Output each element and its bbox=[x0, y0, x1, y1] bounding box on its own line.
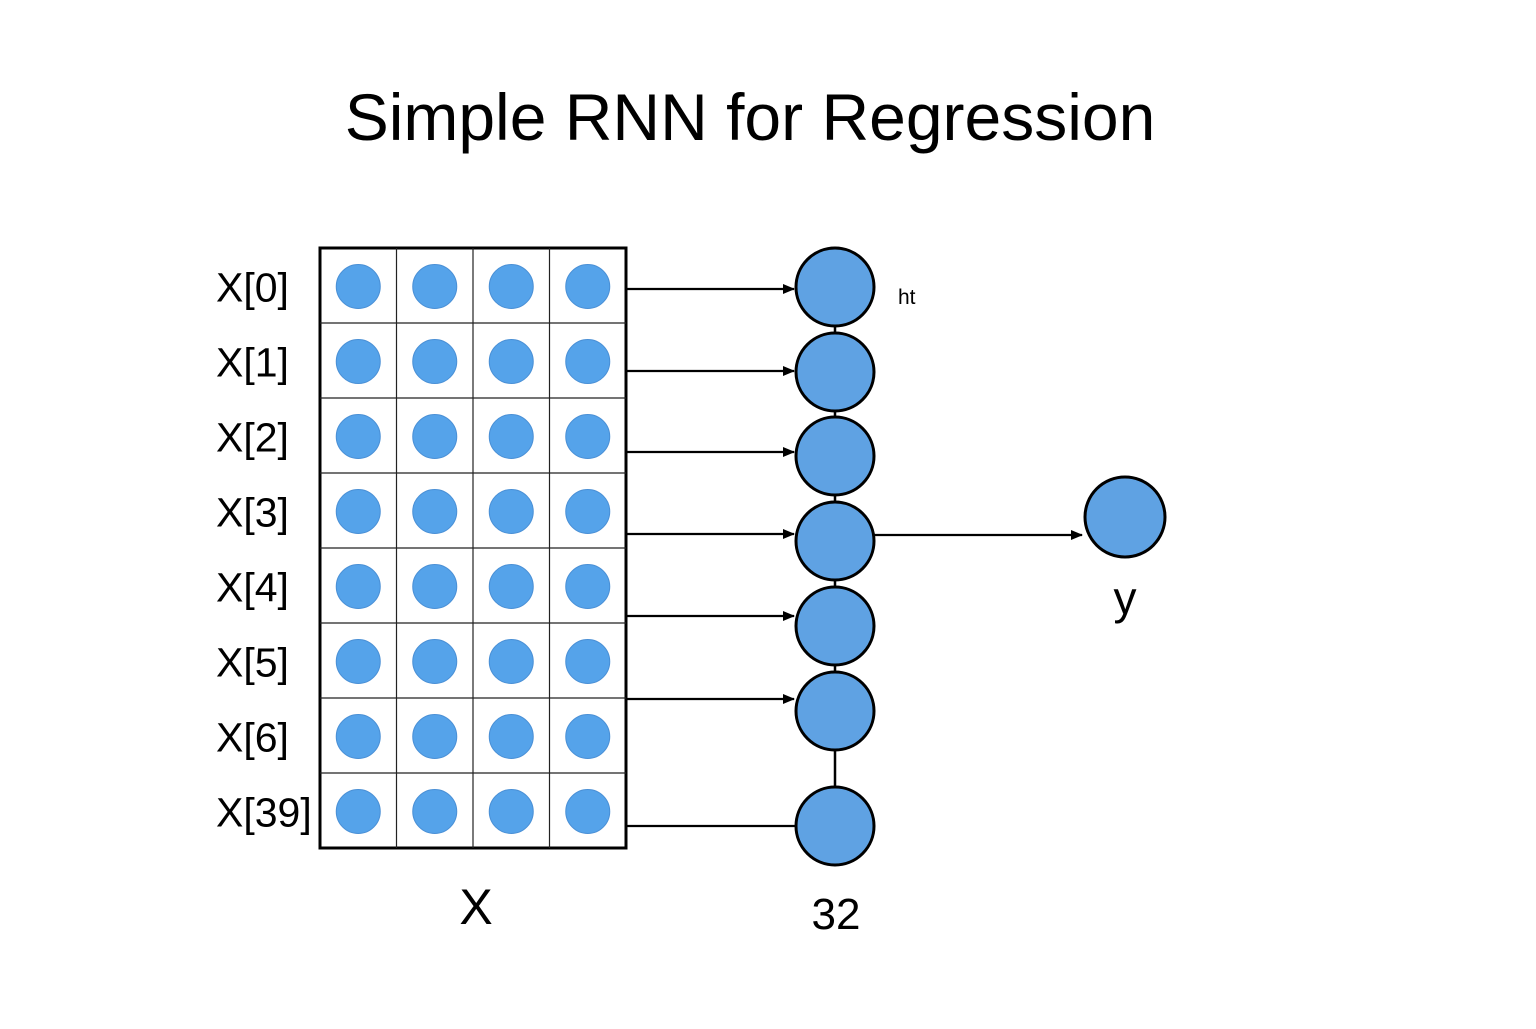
hidden-state-label: ht bbox=[898, 286, 916, 309]
hidden-layer-caption: 32 bbox=[812, 890, 861, 939]
matrix-cell-dot bbox=[335, 564, 381, 609]
matrix-cell-dot bbox=[565, 639, 611, 684]
matrix-cell-dot bbox=[565, 789, 611, 834]
hidden-node bbox=[794, 670, 876, 752]
input-row-label: X[3] bbox=[216, 490, 289, 536]
matrix-cell-dot bbox=[335, 489, 381, 534]
input-row-label: X[0] bbox=[216, 265, 289, 311]
input-row-label: X[1] bbox=[216, 340, 289, 386]
matrix-cell-dot bbox=[412, 639, 458, 684]
input-matrix bbox=[318, 246, 628, 850]
matrix-cell-dot bbox=[488, 639, 534, 684]
hidden-node bbox=[794, 246, 876, 328]
matrix-cell-dot bbox=[335, 789, 381, 834]
matrix-cell-dot bbox=[335, 639, 381, 684]
matrix-cell-dot bbox=[412, 489, 458, 534]
input-to-hidden-connections bbox=[626, 284, 796, 828]
hidden-node bbox=[794, 585, 876, 667]
output-label: y bbox=[1114, 572, 1137, 624]
matrix-cell-dot bbox=[335, 714, 381, 759]
matrix-cell-dot bbox=[565, 264, 611, 309]
matrix-cell-dot bbox=[335, 339, 381, 384]
matrix-cell-dot bbox=[412, 414, 458, 459]
input-row-label: X[39] bbox=[216, 790, 312, 836]
hidden-node bbox=[794, 415, 876, 497]
matrix-cell-dot bbox=[488, 714, 534, 759]
matrix-cell-dot bbox=[565, 414, 611, 459]
matrix-cell-dot bbox=[335, 264, 381, 309]
matrix-cell-dot bbox=[565, 714, 611, 759]
matrix-cell-dot bbox=[412, 714, 458, 759]
matrix-cell-dot bbox=[488, 264, 534, 309]
hidden-node bbox=[794, 785, 876, 867]
matrix-cell-dot bbox=[412, 264, 458, 309]
input-row-labels: X[0] X[1] X[2] X[3] X[4] X[5] X[6] X[39] bbox=[216, 265, 312, 836]
matrix-cell-dot bbox=[565, 339, 611, 384]
hidden-node bbox=[794, 331, 876, 413]
matrix-cell-dot bbox=[412, 789, 458, 834]
matrix-cell-dot bbox=[488, 489, 534, 534]
matrix-cell-dot bbox=[488, 414, 534, 459]
matrix-cell-dot bbox=[488, 339, 534, 384]
matrix-cell-dot bbox=[412, 339, 458, 384]
matrix-cell-dot bbox=[565, 564, 611, 609]
input-matrix-caption: X bbox=[459, 879, 492, 935]
matrix-cell-dot bbox=[488, 789, 534, 834]
matrix-cell-dot bbox=[335, 414, 381, 459]
input-row-label: X[5] bbox=[216, 640, 289, 686]
matrix-cell-dot bbox=[565, 489, 611, 534]
matrix-cell-dot bbox=[488, 564, 534, 609]
input-row-label: X[4] bbox=[216, 565, 289, 611]
input-row-label: X[6] bbox=[216, 715, 289, 761]
diagram-title: Simple RNN for Regression bbox=[345, 80, 1156, 154]
output-node bbox=[1083, 475, 1167, 559]
hidden-layer bbox=[794, 246, 876, 867]
input-row-label: X[2] bbox=[216, 415, 289, 461]
matrix-cell-dot bbox=[412, 564, 458, 609]
hidden-node bbox=[794, 500, 876, 582]
